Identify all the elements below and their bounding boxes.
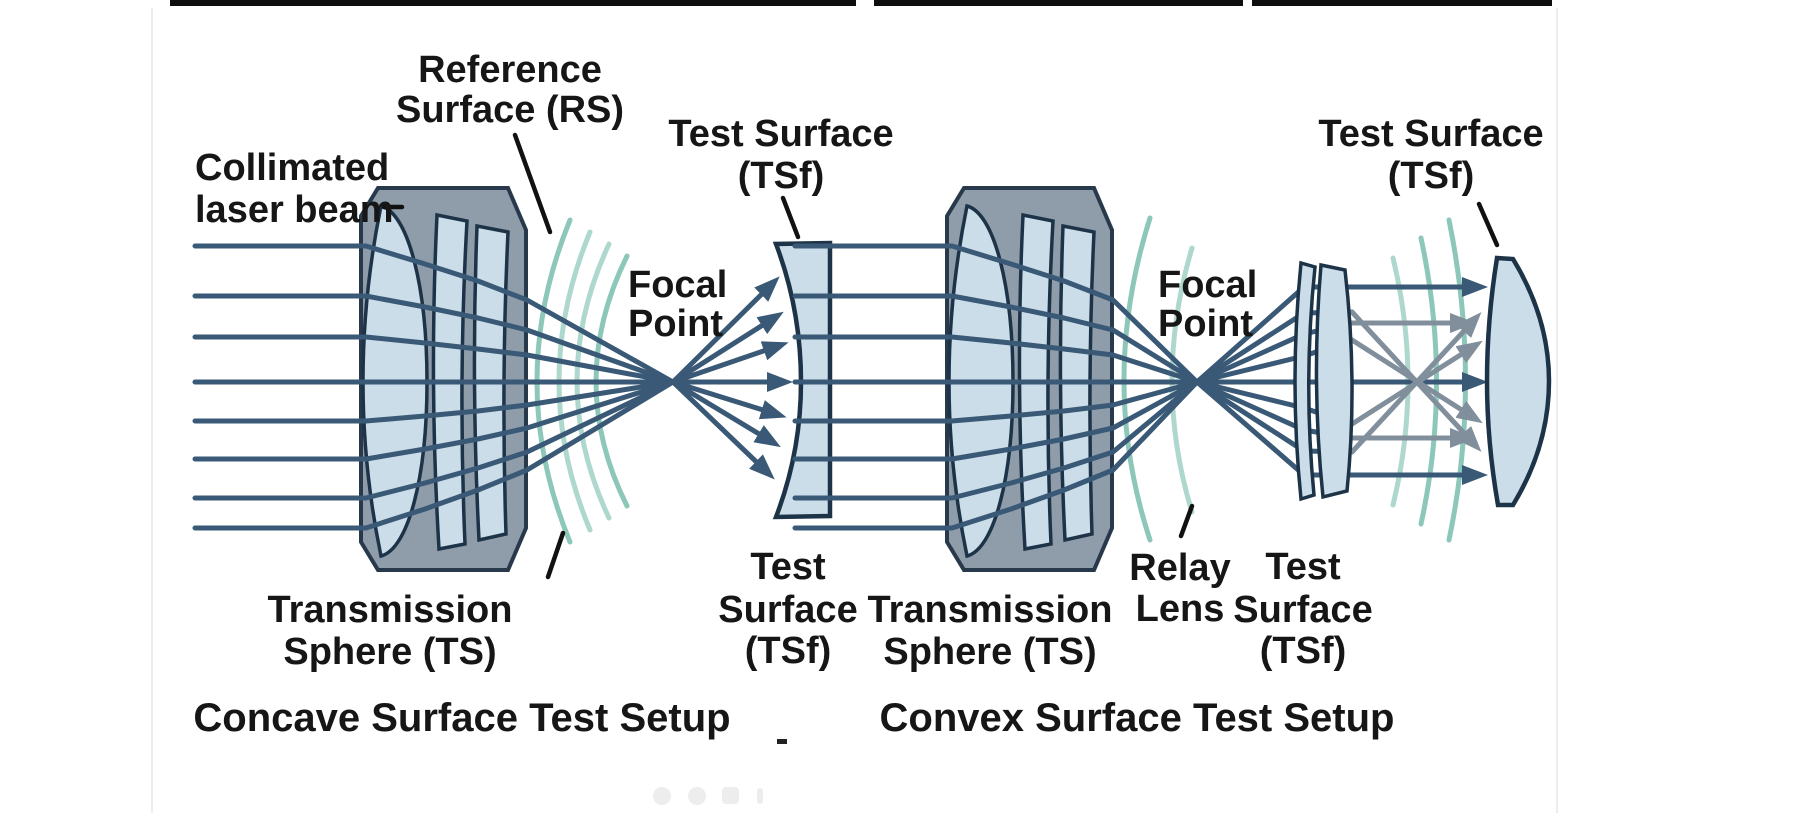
ray-line bbox=[192, 379, 676, 501]
stray-artifact-mark bbox=[777, 739, 787, 744]
transmission-sphere-label-left: Sphere (TS) bbox=[283, 631, 496, 673]
test-surface-top-label-right: Test Surface bbox=[1318, 113, 1543, 155]
test-surface-bottom-label-right: (TSf) bbox=[1260, 630, 1347, 672]
gray-arrow-ray bbox=[1349, 340, 1483, 427]
ray-line bbox=[792, 293, 1200, 385]
relay-lens-label: Relay bbox=[1129, 547, 1230, 589]
focal-point-label-right: Point bbox=[1158, 303, 1253, 345]
convex-setup-title: Convex Surface Test Setup bbox=[880, 696, 1395, 740]
cropped-frame-bar bbox=[151, 0, 1558, 813]
test-surface-top-label-left: Test Surface bbox=[668, 113, 893, 155]
convex-test-setup: Test Surface (TSf) Focal Point Transmiss… bbox=[792, 113, 1552, 740]
ray-line bbox=[792, 243, 1200, 385]
ray-line bbox=[792, 379, 1200, 462]
ray-line bbox=[192, 293, 676, 385]
ray-line bbox=[792, 379, 1200, 501]
laser-rays-right bbox=[792, 243, 1488, 531]
focal-point-label-left: Focal bbox=[628, 264, 727, 306]
concave-test-setup: Reference Surface (RS) Collimated laser … bbox=[192, 49, 894, 740]
test-surface-bottom-label-right: Surface bbox=[1233, 589, 1372, 631]
ray-line bbox=[192, 379, 676, 424]
arrow-ray bbox=[670, 341, 789, 385]
gray-rays-after-relay bbox=[1349, 309, 1483, 455]
ray-line bbox=[1194, 379, 1307, 478]
test-surface-top-pointer-right bbox=[1476, 201, 1500, 248]
test-surface-bottom-label-left: Test bbox=[750, 546, 826, 588]
arrow-ray bbox=[670, 379, 787, 420]
focal-point-label-left: Point bbox=[628, 303, 723, 345]
ray-line bbox=[192, 379, 676, 462]
ray-line bbox=[192, 379, 676, 531]
wavefront-arc bbox=[1121, 215, 1153, 543]
ray-line bbox=[792, 334, 1200, 385]
test-surface-bottom-label-left: Surface bbox=[718, 589, 857, 631]
ray-line bbox=[792, 379, 1200, 424]
ray-line bbox=[792, 379, 1200, 531]
focal-point-label-right: Focal bbox=[1158, 264, 1257, 306]
test-surface-top-label-left: (TSf) bbox=[738, 155, 825, 197]
reference-surface-label: Reference bbox=[418, 49, 602, 91]
relay-lens-label: Lens bbox=[1136, 588, 1225, 630]
diverging-arrows-left bbox=[670, 276, 793, 480]
transmission-sphere-label-right: Transmission bbox=[868, 589, 1113, 631]
concave-setup-title: Concave Surface Test Setup bbox=[193, 696, 730, 740]
arrow-ray bbox=[670, 379, 781, 448]
transmission-sphere-label-right: Sphere (TS) bbox=[883, 631, 1096, 673]
watermark-icons bbox=[653, 787, 763, 805]
arrow-ray bbox=[670, 276, 780, 385]
convex-test-surface-lens bbox=[1484, 255, 1552, 508]
collimated-laser-beam-label: Collimated bbox=[195, 147, 389, 189]
arrow-ray bbox=[670, 379, 775, 480]
laser-rays-left bbox=[192, 243, 676, 531]
relay-lens-element-2 bbox=[1314, 262, 1354, 500]
test-surface-top-pointer-left bbox=[780, 195, 801, 240]
ray-line bbox=[1194, 284, 1307, 385]
arrow-ray bbox=[670, 311, 784, 385]
ray-line bbox=[192, 243, 676, 385]
collimated-laser-beam-label: laser beam bbox=[195, 189, 394, 231]
test-surface-bottom-label-left: (TSf) bbox=[745, 630, 832, 672]
transmission-sphere-label-left: Transmission bbox=[268, 589, 513, 631]
test-surface-top-label-right: (TSf) bbox=[1388, 155, 1475, 197]
test-surface-bottom-label-right: Test bbox=[1265, 546, 1341, 588]
relay-lens-element-1 bbox=[1293, 260, 1317, 502]
transmission-sphere-pointer-left bbox=[545, 530, 566, 580]
ray-line bbox=[192, 334, 676, 385]
reference-surface-pointer bbox=[512, 132, 553, 235]
relay-lens-pointer bbox=[1178, 503, 1195, 539]
gray-arrow-ray bbox=[1349, 337, 1483, 424]
reference-surface-label: Surface (RS) bbox=[396, 89, 624, 131]
